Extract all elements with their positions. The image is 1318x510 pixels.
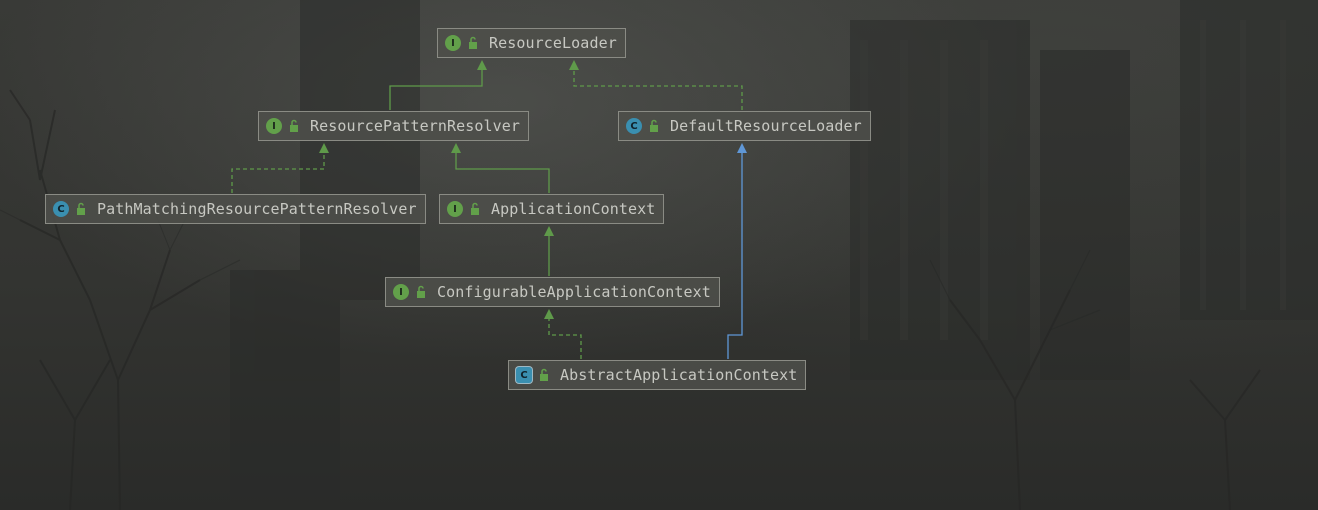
interface-icon: I (266, 118, 282, 134)
lock-icon (471, 202, 479, 215)
class-icon: C (626, 118, 642, 134)
node-label: ConfigurableApplicationContext (437, 283, 711, 301)
lock-icon (417, 285, 425, 298)
node-label: ResourceLoader (489, 34, 617, 52)
lock-icon (77, 202, 85, 215)
node-abstract-application-context[interactable]: C AbstractApplicationContext (508, 360, 807, 390)
lock-icon (650, 119, 658, 132)
node-default-resource-loader[interactable]: C DefaultResourceLoader (618, 111, 871, 141)
node-label: PathMatchingResourcePatternResolver (97, 200, 417, 218)
node-label: DefaultResourceLoader (670, 117, 862, 135)
node-application-context[interactable]: I ApplicationContext (439, 194, 665, 224)
lock-icon (540, 368, 548, 381)
node-label: ApplicationContext (491, 200, 656, 218)
abstract-class-icon: C (516, 367, 532, 383)
interface-icon: I (447, 201, 463, 217)
lock-icon (469, 36, 477, 49)
node-resource-loader[interactable]: I ResourceLoader (437, 28, 626, 58)
class-icon: C (53, 201, 69, 217)
node-configurable-application-context[interactable]: I ConfigurableApplicationContext (385, 277, 720, 307)
lock-icon (290, 119, 298, 132)
node-label: ResourcePatternResolver (310, 117, 521, 135)
node-path-matching-resource-pattern-resolver[interactable]: C PathMatchingResourcePatternResolver (45, 194, 426, 224)
node-resource-pattern-resolver[interactable]: I ResourcePatternResolver (258, 111, 530, 141)
interface-icon: I (445, 35, 461, 51)
node-label: AbstractApplicationContext (560, 366, 798, 384)
interface-icon: I (393, 284, 409, 300)
